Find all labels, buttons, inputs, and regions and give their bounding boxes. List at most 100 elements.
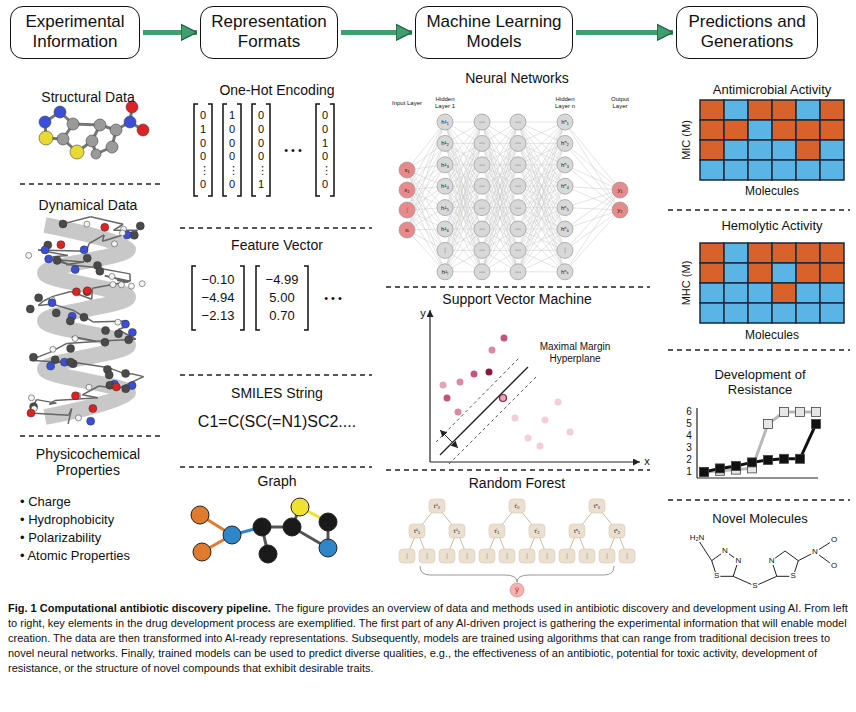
section-title: Random Forest [469,475,565,491]
nn-connection [518,122,565,229]
ellipsis: • • • [324,292,342,305]
nn-neuron [557,221,573,237]
helix-atom [105,371,113,379]
resistance-marker [812,408,821,417]
svm-point [525,435,532,442]
axis-line [697,477,818,478]
nn-neuron [474,135,490,151]
activity-cell [748,120,772,140]
activity-cell [772,160,796,180]
tree-node [429,499,445,513]
tree-node [589,499,605,513]
helix-bond [105,276,130,282]
helix-atom [59,220,67,228]
activity-cell [724,283,748,303]
tree-node [569,524,585,538]
vector-column: −4.99 5.00 0.70 [260,271,304,326]
helix-atom [80,246,88,254]
helix-atom [86,384,92,390]
neuron-label: ⋯ [479,119,485,126]
nn-neuron [399,222,415,238]
tree-node-label: ⋮ [524,553,530,560]
nn-neuron [437,114,453,130]
svm-point [455,409,462,416]
neuron-label: ⋯ [515,204,521,211]
axis-label: MHC (M) [680,261,693,306]
tree-node-label: t⁰₀ [434,503,441,510]
tree-node-label: ⋮ [584,553,590,560]
nn-connection [482,208,518,272]
helix-atom [84,221,90,227]
activity-cell [748,100,772,120]
activity-cell [772,120,796,140]
atom-label: N [811,548,819,556]
stage-title: Machine Learning Models [423,12,565,53]
helix-atom [128,283,134,289]
molecule-atom [39,116,51,128]
stage-title: Experimental Information [18,12,132,53]
molecule-atom [70,145,84,159]
helix-atom [35,294,43,302]
atom-label: S [790,572,797,580]
svm-point [542,417,549,424]
matrix-column: 0 0 1 0 ⋮ 0 [321,109,329,192]
helix-bond [30,413,69,415]
graph-vertex [259,545,277,563]
nn-neuron [399,162,415,178]
neuron-label: ⋯ [515,183,521,190]
activity-cell [796,243,820,263]
helix-atom [121,320,129,328]
graph-vertex [223,526,241,544]
tree-node [509,499,525,513]
molecule-atom [54,106,66,118]
helix-atom [83,287,91,295]
tree-node [559,549,575,563]
neuron-label: hⁿ₁ [561,119,569,126]
helix-atom [41,246,49,254]
resistance-marker [812,420,821,429]
resistance-marker [796,408,805,417]
axis-label: x [644,455,650,468]
nn-connection [518,122,565,186]
tree-node [499,549,515,563]
section-title: Feature Vector [231,237,323,253]
helix-atom [75,415,81,421]
nn-neuron [510,157,526,173]
molecule-atom [67,118,79,130]
helix-atom [89,404,97,412]
resistance-line [704,412,816,472]
resistance-marker [780,408,789,417]
activity-cell [820,140,844,160]
tree-node [479,549,495,563]
tree-node [619,549,635,563]
activity-cell [724,160,748,180]
helix-bond [66,264,93,267]
svm-point [444,395,451,402]
prediction-circle [510,583,524,597]
tree-node-label: ⋮ [564,553,570,560]
prediction-label: ŷ [515,585,519,594]
nn-neuron [557,135,573,151]
flow-arrow [143,30,197,35]
helix-atom [83,254,91,262]
section-title: Neural Networks [465,70,568,86]
atom-label: O [830,562,838,570]
nn-neuron [474,264,490,280]
helix-atom [139,281,145,287]
activity-cell [724,100,748,120]
helix-atom [29,395,35,401]
neuron-label: ⋯ [515,140,521,147]
helix-atom [122,369,130,377]
atom-label: N [734,557,742,565]
flow-arrow [576,30,673,35]
helix-atom [48,299,56,307]
nn-connection [445,208,482,272]
neuron-label: y₁ [617,187,622,194]
section-divider [668,349,850,350]
nn-neuron [557,200,573,216]
helix-atom [87,417,95,425]
section-divider [180,227,372,228]
helix-atom [96,267,104,275]
helix-atom [125,336,133,344]
helix-bond [103,232,134,241]
